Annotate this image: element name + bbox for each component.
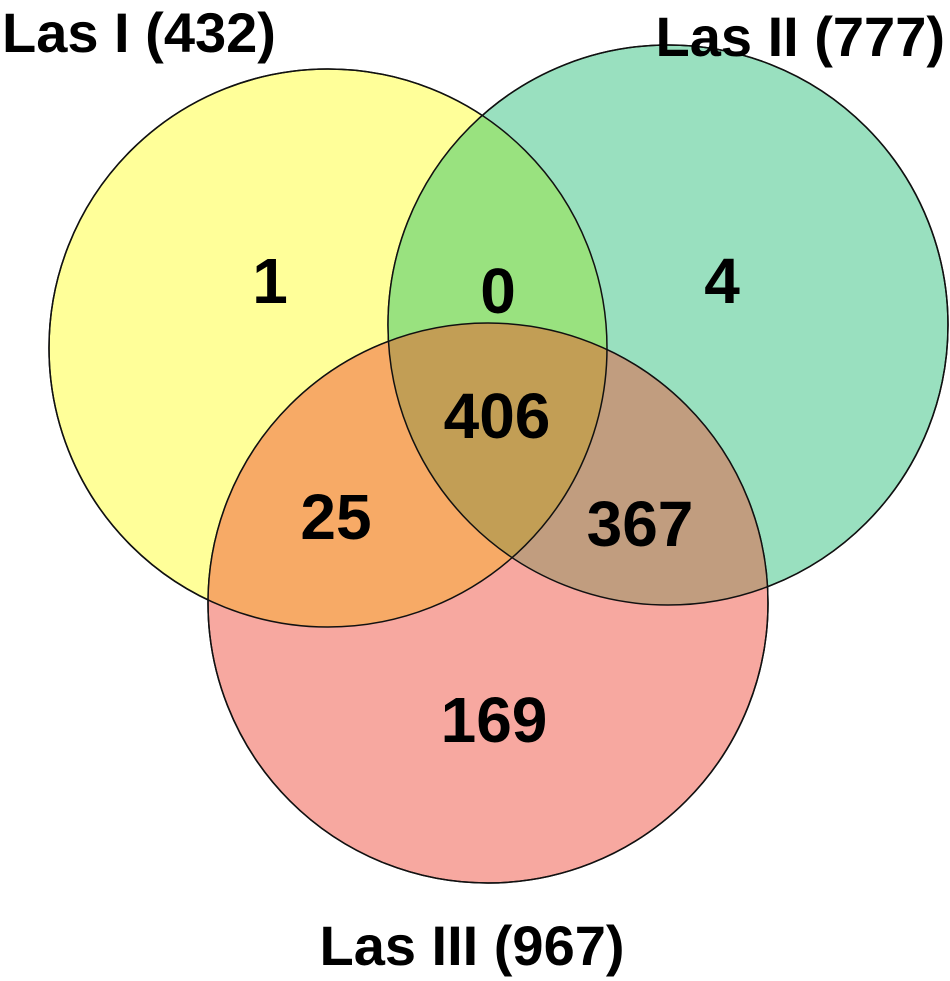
set-label-las-iii: Las III (967) — [319, 914, 624, 977]
region-count-las-ii-las-iii: 367 — [587, 488, 694, 560]
region-count-only-las-iii: 169 — [441, 684, 548, 756]
region-count-only-las-i: 1 — [252, 245, 288, 317]
region-count-las-i-las-iii: 25 — [300, 481, 371, 553]
region-count-las-i-las-ii: 0 — [480, 255, 516, 327]
region-count-all-three: 406 — [444, 380, 551, 452]
region-count-only-las-ii: 4 — [704, 245, 740, 317]
set-label-las-i: Las I (432) — [2, 1, 276, 64]
set-label-las-ii: Las II (777) — [656, 5, 945, 68]
circle-outlines — [48, 44, 949, 884]
